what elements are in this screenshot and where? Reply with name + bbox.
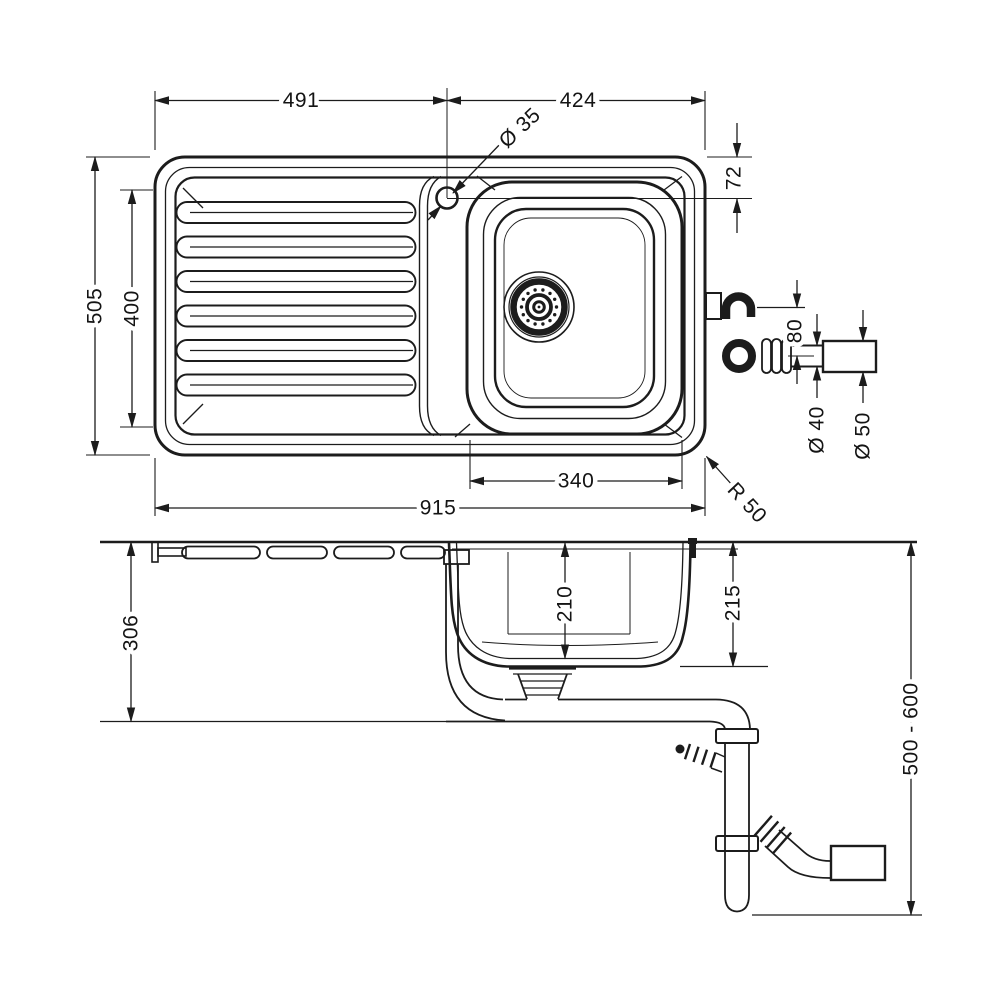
- bowl-top-view: [465, 180, 684, 436]
- dim-210: 210: [549, 542, 581, 660]
- overflow-downpipe: [443, 549, 506, 722]
- dim-306: 306: [115, 541, 147, 723]
- waste-assembly: [509, 667, 576, 700]
- faucet-hole: [435, 88, 752, 210]
- strainer-holes: [519, 288, 559, 326]
- top-view-dimensions: 491 424 Ø 35 72 505 400: [79, 85, 879, 533]
- side-view-dimensions: 306 210 215 500 - 600: [100, 541, 927, 916]
- dim-505: 505: [79, 156, 111, 456]
- dim-label-80: 80: [784, 319, 807, 343]
- dim-80: 80: [779, 280, 811, 384]
- top-view-sink: [153, 88, 878, 457]
- dim-label-500-600: 500 - 600: [900, 682, 923, 775]
- dim-label-o50: Ø 50: [852, 412, 875, 460]
- dim-label-505: 505: [84, 288, 107, 325]
- dim-label-424: 424: [560, 89, 597, 112]
- dim-label-r50: R 50: [723, 478, 771, 528]
- drainboard-grooves: [175, 201, 417, 397]
- outlet-branch: [753, 815, 887, 882]
- dim-340: 340: [469, 465, 683, 497]
- dim-424: 424: [446, 85, 706, 117]
- bowl-section: [447, 542, 692, 668]
- drainboard-divider: [418, 175, 442, 437]
- corner-creases: [182, 175, 683, 439]
- dim-label-215: 215: [722, 585, 745, 622]
- basin-recess-edge: [174, 176, 686, 436]
- dim-label-915: 915: [420, 497, 457, 520]
- dim-label-400: 400: [121, 290, 144, 327]
- dim-label-306: 306: [120, 615, 143, 652]
- trap-pipe: [715, 728, 759, 913]
- dishwasher-nozzle: [675, 743, 726, 773]
- dim-915: 915: [154, 492, 706, 524]
- dim-491: 491: [154, 85, 448, 117]
- dim-label-491: 491: [283, 89, 320, 112]
- dim-label-o40: Ø 40: [806, 406, 829, 454]
- groove-sections: [181, 545, 446, 560]
- dim-72: 72: [718, 123, 750, 233]
- dim-o50: Ø 50: [847, 310, 879, 464]
- dim-label-72: 72: [723, 166, 746, 190]
- dim-215: 215: [717, 541, 749, 668]
- dim-faucet-hole: Ø 35: [427, 99, 550, 221]
- dim-o40: Ø 40: [801, 314, 833, 458]
- dim-label-210: 210: [554, 586, 577, 623]
- waste-pipe-run: [446, 698, 751, 730]
- mounting-clip: [688, 538, 697, 558]
- dim-label-340: 340: [558, 470, 595, 493]
- dim-r50: R 50: [705, 455, 776, 532]
- drain-strainer: [503, 271, 575, 343]
- dim-500-600: 500 - 600: [895, 541, 927, 916]
- dim-label-o35: Ø 35: [495, 103, 545, 152]
- side-view-sink: [100, 538, 917, 913]
- dim-400: 400: [116, 189, 148, 428]
- sink-rim-line: [164, 166, 696, 446]
